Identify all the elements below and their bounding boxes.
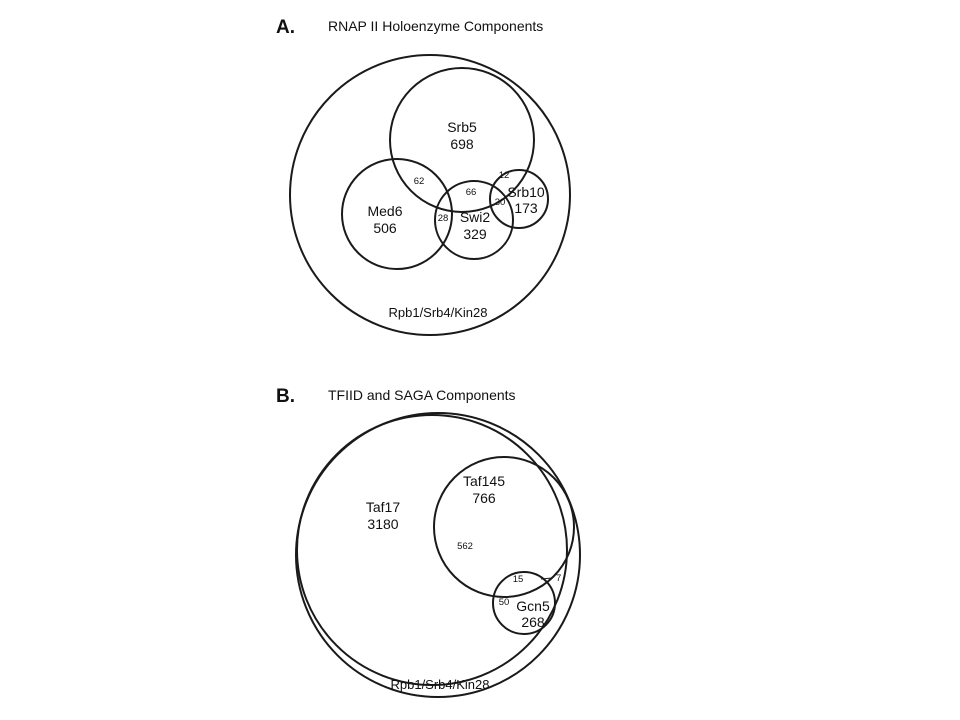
overlap-taf17-taf145: 562 — [457, 541, 473, 552]
overlap-srb5-swi2: 66 — [466, 187, 477, 198]
swi2-name: Swi2 — [460, 209, 491, 225]
srb10-name: Srb10 — [507, 184, 545, 200]
taf145-count: 766 — [472, 490, 496, 506]
overlap-med6-swi2: 28 — [438, 213, 449, 224]
overlap-outer-gcn5: 7 — [556, 573, 561, 584]
taf17-name: Taf17 — [366, 499, 400, 515]
overlap-taf17-gcn5: 50 — [499, 597, 510, 608]
med6-count: 506 — [373, 220, 397, 236]
taf17-count: 3180 — [367, 516, 398, 532]
panel-b: B. TFIID and SAGA Components Taf17 3180 … — [276, 386, 581, 698]
srb5-circle — [389, 67, 535, 213]
panel-b-outer-label: Rpb1/Srb4/Kin28 — [390, 677, 489, 692]
srb5-count: 698 — [450, 136, 474, 152]
panel-a-outer-label: Rpb1/Srb4/Kin28 — [388, 305, 487, 320]
panel-a: A. RNAP II Holoenzyme Components Srb5 69… — [276, 17, 571, 336]
overlap-taf145-gcn5: 15 — [513, 574, 524, 585]
panel-b-letter: B. — [276, 386, 295, 407]
srb10-circle — [489, 169, 549, 229]
overlap-7-leader-line — [540, 577, 553, 580]
med6-circle — [341, 158, 453, 270]
srb5-name: Srb5 — [447, 119, 477, 135]
taf145-circle — [433, 456, 575, 598]
srb10-count: 173 — [514, 200, 538, 216]
overlap-srb5-srb10: 12 — [499, 170, 510, 181]
panel-a-title: RNAP II Holoenzyme Components — [328, 18, 543, 34]
med6-name: Med6 — [367, 203, 402, 219]
panel-b-outer-circle — [295, 412, 581, 698]
panel-a-outer-circle — [289, 54, 571, 336]
overlap-swi2-srb10: 30 — [495, 197, 506, 208]
swi2-circle — [434, 180, 514, 260]
gcn5-count: 268 — [521, 614, 545, 630]
panel-b-title: TFIID and SAGA Components — [328, 387, 516, 403]
gcn5-circle — [492, 571, 556, 635]
taf17-circle — [296, 414, 568, 686]
taf145-name: Taf145 — [463, 473, 505, 489]
swi2-count: 329 — [463, 226, 487, 242]
gcn5-name: Gcn5 — [516, 598, 550, 614]
panel-a-letter: A. — [276, 17, 295, 38]
overlap-srb5-med6: 62 — [414, 176, 425, 187]
